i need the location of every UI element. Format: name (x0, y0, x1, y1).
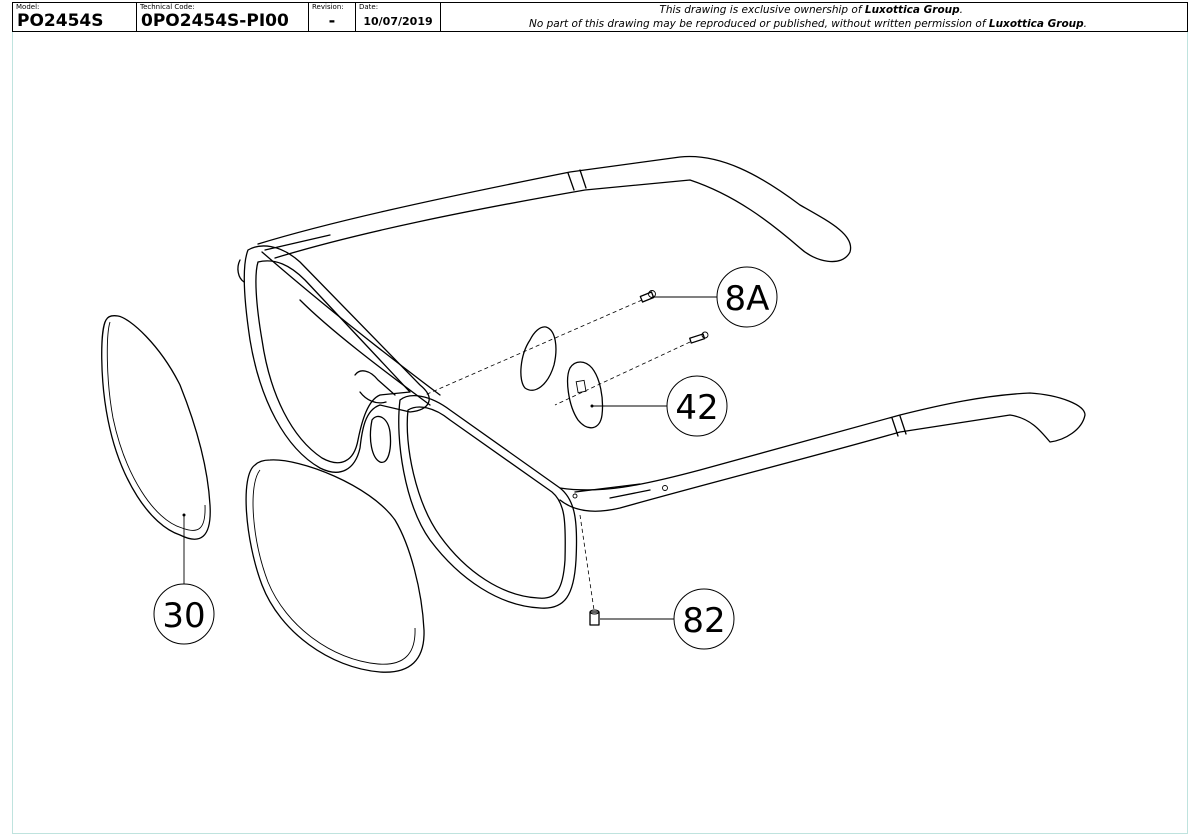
leader-42-dot (590, 404, 594, 408)
callout-42: 42 (666, 375, 728, 437)
assembly-line-screw-8a (424, 299, 643, 396)
technical-code-value: 0PO2454S-PI00 (141, 11, 289, 31)
callout-42-label: 42 (675, 388, 718, 428)
title-block: Model: PO2454S Technical Code: 0PO2454S-… (12, 2, 1188, 32)
revision-cell: Revision: - (309, 3, 356, 31)
date-value: 10/07/2019 (363, 15, 433, 28)
model-label: Model: (16, 3, 40, 11)
lens-far-edge (106, 321, 206, 531)
callout-82: 82 (673, 588, 735, 650)
ownership-notice: This drawing is exclusive ownership of L… (441, 3, 1187, 31)
nose-pad-left (520, 326, 557, 391)
callout-82-label: 82 (682, 601, 725, 641)
notice-line-1: This drawing is exclusive ownership of L… (659, 4, 963, 16)
nose-pad-right (567, 361, 604, 429)
far-temple (257, 155, 852, 263)
assembly-line-screw-42 (554, 341, 691, 406)
assembly-line-hinge-screw (579, 514, 595, 611)
callout-30: 30 (153, 583, 215, 645)
owner-name: Luxottica Group (988, 18, 1084, 30)
frame-nose-pads (369, 415, 392, 463)
callout-8a-label: 8A (725, 279, 770, 319)
screw-42 (689, 331, 709, 344)
callout-8a: 8A (716, 266, 778, 328)
model-cell: Model: PO2454S (13, 3, 137, 31)
screw-82 (589, 609, 600, 626)
notice-line-2: No part of this drawing may be reproduce… (528, 18, 1087, 30)
date-label: Date: (359, 3, 379, 11)
callout-30-label: 30 (162, 596, 205, 636)
leader-30-dot (182, 513, 186, 517)
nose-pad-insert (575, 379, 587, 394)
near-rim (398, 395, 578, 609)
technical-code-cell: Technical Code: 0PO2454S-PI00 (137, 3, 309, 31)
lens-near-edge (252, 469, 416, 665)
owner-name: Luxottica Group (864, 4, 960, 16)
screw-8a (639, 290, 656, 303)
revision-value: - (328, 11, 336, 30)
near-temple (559, 392, 1086, 512)
technical-code-label: Technical Code: (140, 3, 195, 11)
model-value: PO2454S (17, 11, 104, 31)
bridge (261, 251, 441, 406)
lens-far (101, 314, 211, 540)
date-cell: Date: 10/07/2019 (356, 3, 441, 31)
lens-near (245, 459, 425, 673)
revision-label: Revision: (312, 3, 344, 11)
far-rim (237, 245, 430, 473)
